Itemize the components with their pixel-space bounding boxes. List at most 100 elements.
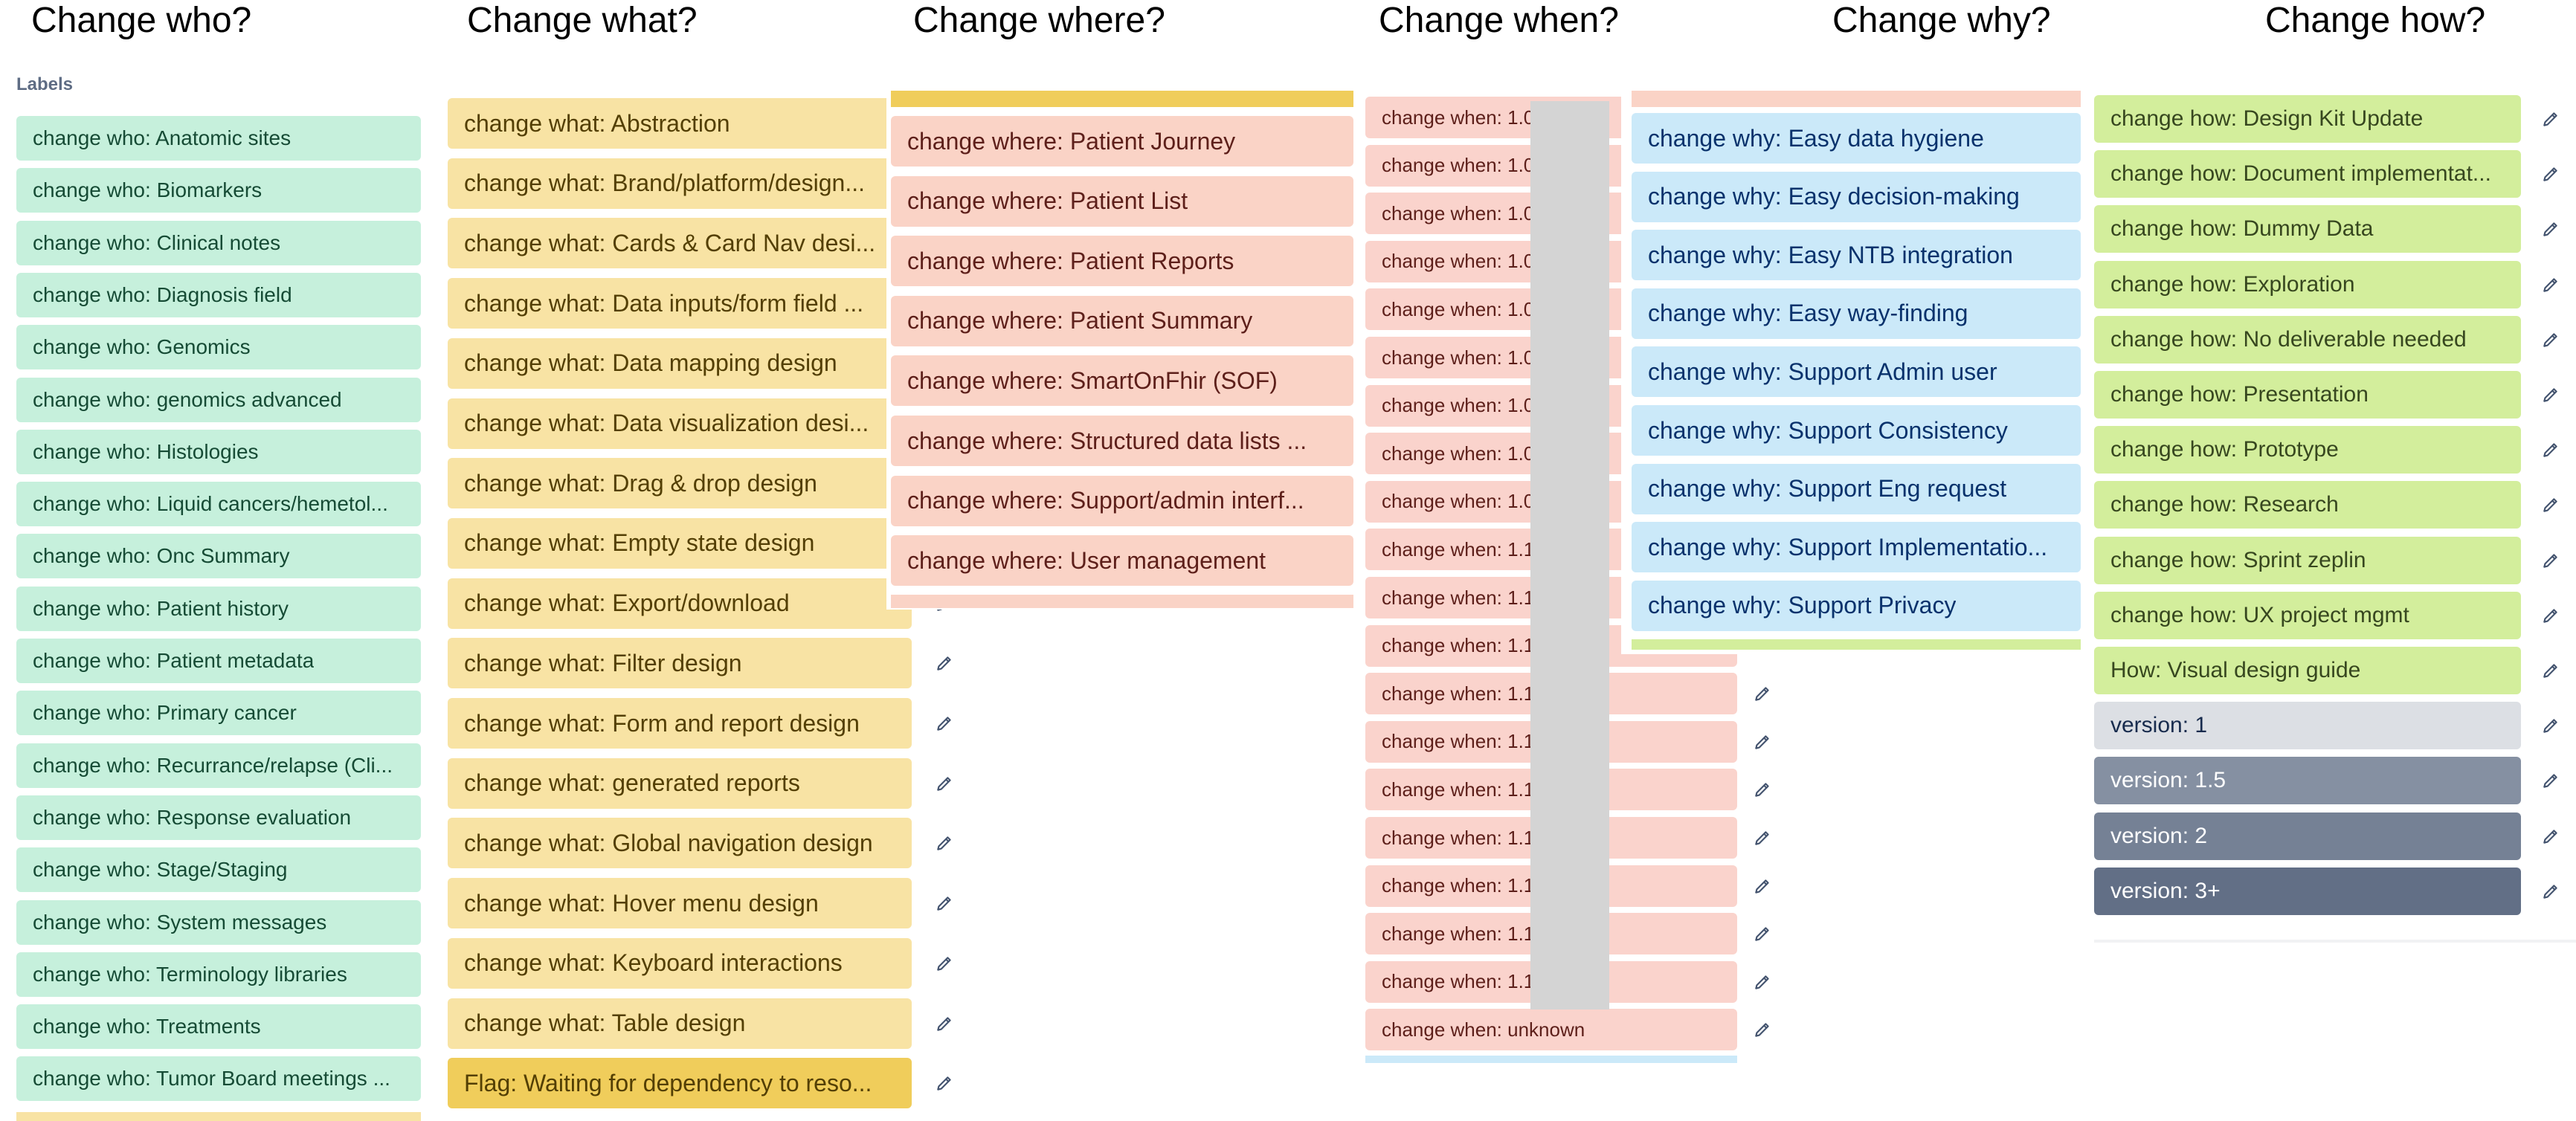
label-chip-who[interactable]: change who: Diagnosis field (16, 272, 421, 317)
label-chip-what[interactable]: change what: Drag & drop design (448, 458, 912, 509)
label-chip-how[interactable]: change how: Prototype (2094, 426, 2521, 474)
pencil-icon[interactable] (1752, 923, 1773, 944)
pencil-icon[interactable] (934, 1073, 955, 1093)
label-chip-what[interactable]: change what: Form and report design (448, 698, 912, 749)
label-chip-what[interactable]: change what: Keyboard interactions (448, 937, 912, 989)
label-chip-how[interactable]: change how: Document implementat... (2094, 150, 2521, 198)
pencil-icon[interactable] (934, 893, 955, 914)
label-chip-who[interactable]: change who: Primary cancer (16, 691, 421, 736)
label-chip-what[interactable]: change what: Abstraction (448, 98, 912, 149)
label-chip-when[interactable]: change when: unknown (1365, 1009, 1737, 1051)
pencil-icon[interactable] (2540, 219, 2561, 239)
pencil-icon[interactable] (934, 653, 955, 673)
pencil-icon[interactable] (934, 1013, 955, 1034)
pencil-icon[interactable] (2540, 109, 2561, 129)
label-chip-who[interactable]: change who: Response evaluation (16, 795, 421, 840)
label-chip-where[interactable]: change where: Support/admin interf... (891, 475, 1353, 526)
pencil-icon[interactable] (2540, 494, 2561, 515)
label-chip-who[interactable]: change who: Onc Summary (16, 534, 421, 579)
label-chip-version[interactable]: version: 1 (2094, 702, 2521, 750)
label-chip-where[interactable]: change where: Structured data lists ... (891, 416, 1353, 466)
label-chip-where[interactable]: change where: Patient Journey (891, 116, 1353, 167)
label-chip-why[interactable]: change why: Support Eng request (1632, 463, 2081, 514)
label-chip-where[interactable]: change where: SmartOnFhir (SOF) (891, 355, 1353, 407)
pencil-icon[interactable] (1752, 827, 1773, 848)
label-chip-how[interactable]: change how: Sprint zeplin (2094, 536, 2521, 584)
label-chip-what[interactable]: change what: Empty state design (448, 517, 912, 569)
label-chip-who[interactable]: change who: Treatments (16, 1004, 421, 1050)
label-chip-what[interactable]: change what: Data mapping design (448, 337, 912, 389)
label-chip-how[interactable]: change how: Presentation (2094, 371, 2521, 419)
label-chip-where[interactable]: change where: Patient Summary (891, 295, 1353, 346)
label-chip-who[interactable]: change who: Stage/Staging (16, 847, 421, 893)
pencil-icon[interactable] (1752, 972, 1773, 992)
label-chip-who[interactable]: change who: System messages (16, 899, 421, 945)
label-chip-what[interactable]: change what: Brand/platform/design... (448, 158, 912, 209)
label-chip-who[interactable]: change who: Tumor Board meetings ... (16, 1056, 421, 1102)
label-chip-who[interactable]: change who: Biomarkers (16, 168, 421, 213)
pencil-icon[interactable] (2540, 384, 2561, 405)
pencil-icon[interactable] (1752, 731, 1773, 752)
pencil-icon[interactable] (2540, 439, 2561, 460)
pencil-icon[interactable] (2540, 164, 2561, 184)
label-chip-what[interactable]: change what: Hover menu design (448, 878, 912, 929)
label-chip-how[interactable]: change how: Exploration (2094, 260, 2521, 308)
label-chip-what[interactable]: change what: Table design (448, 998, 912, 1049)
label-chip-how[interactable]: change how: No deliverable needed (2094, 315, 2521, 364)
label-chip-what[interactable]: change what: Global navigation design (448, 818, 912, 869)
label-chip-why[interactable]: change why: Easy NTB integration (1632, 230, 2081, 281)
pencil-icon[interactable] (2540, 550, 2561, 571)
pencil-icon[interactable] (934, 773, 955, 794)
label-chip-what[interactable]: change what: Filter design (448, 638, 912, 689)
label-chip-who[interactable]: change who: Recurrance/relapse (Cli... (16, 743, 421, 788)
label-chip-how[interactable]: change how: Dummy Data (2094, 205, 2521, 253)
label-chip-why[interactable]: change why: Easy data hygiene (1632, 113, 2081, 164)
label-chip-version[interactable]: version: 2 (2094, 812, 2521, 860)
label-chip-version[interactable]: version: 3+ (2094, 867, 2521, 915)
pencil-icon[interactable] (1752, 1019, 1773, 1040)
label-chip-why[interactable]: change why: Easy way-finding (1632, 288, 2081, 339)
label-chip-what[interactable]: change what: Export/download (448, 578, 912, 629)
label-chip-why[interactable]: change why: Easy decision-making (1632, 171, 2081, 222)
pencil-icon[interactable] (1752, 876, 1773, 897)
label-chip-why[interactable]: change why: Support Implementatio... (1632, 522, 2081, 573)
label-chip-how[interactable]: How: Visual design guide (2094, 647, 2521, 694)
pencil-icon[interactable] (2540, 881, 2561, 902)
label-chip-where[interactable]: change where: Patient List (891, 175, 1353, 227)
pencil-icon[interactable] (934, 713, 955, 734)
label-chip-how[interactable]: change how: Research (2094, 481, 2521, 529)
label-chip-who[interactable]: change who: Anatomic sites (16, 116, 421, 161)
label-chip-who[interactable]: change who: Histologies (16, 429, 421, 474)
pencil-icon[interactable] (1752, 683, 1773, 704)
pencil-icon[interactable] (2540, 770, 2561, 791)
label-chip-how[interactable]: change how: UX project mgmt (2094, 591, 2521, 639)
label-chip-who[interactable]: change who: Liquid cancers/hemetol... (16, 482, 421, 527)
label-chip-what[interactable]: change what: Data visualization desi... (448, 398, 912, 449)
pencil-icon[interactable] (1752, 779, 1773, 800)
pencil-icon[interactable] (2540, 274, 2561, 295)
pencil-icon[interactable] (2540, 826, 2561, 847)
pencil-icon[interactable] (2540, 715, 2561, 736)
label-chip-who[interactable]: change who: Genomics (16, 325, 421, 370)
pencil-icon[interactable] (2540, 660, 2561, 681)
label-chip-version[interactable]: version: 1.5 (2094, 757, 2521, 805)
label-chip-why[interactable]: change why: Support Privacy (1632, 580, 2081, 631)
pencil-icon[interactable] (934, 833, 955, 853)
label-chip-why[interactable]: change why: Support Admin user (1632, 346, 2081, 398)
pencil-icon[interactable] (934, 953, 955, 974)
pencil-icon[interactable] (2540, 605, 2561, 626)
label-chip-who[interactable]: change who: Terminology libraries (16, 952, 421, 997)
label-chip-who[interactable]: change who: Patient metadata (16, 639, 421, 683)
label-chip-where[interactable]: change where: User management (891, 535, 1353, 587)
label-chip-where[interactable]: change where: Patient Reports (891, 236, 1353, 287)
label-chip-how[interactable]: change how: Design Kit Update (2094, 95, 2521, 143)
pencil-icon[interactable] (2540, 329, 2561, 350)
label-chip-what[interactable]: change what: generated reports (448, 757, 912, 809)
label-chip-who[interactable]: change who: Patient history (16, 586, 421, 631)
label-chip-who[interactable]: change who: genomics advanced (16, 377, 421, 422)
label-chip-who[interactable]: change who: Clinical notes (16, 220, 421, 265)
label-chip-why[interactable]: change why: Support Consistency (1632, 405, 2081, 456)
label-chip-flag[interactable]: Flag: Waiting for dependency to reso... (448, 1058, 912, 1109)
label-chip-what[interactable]: change what: Cards & Card Nav desi... (448, 218, 912, 269)
label-chip-what[interactable]: change what: Data inputs/form field ... (448, 278, 912, 329)
